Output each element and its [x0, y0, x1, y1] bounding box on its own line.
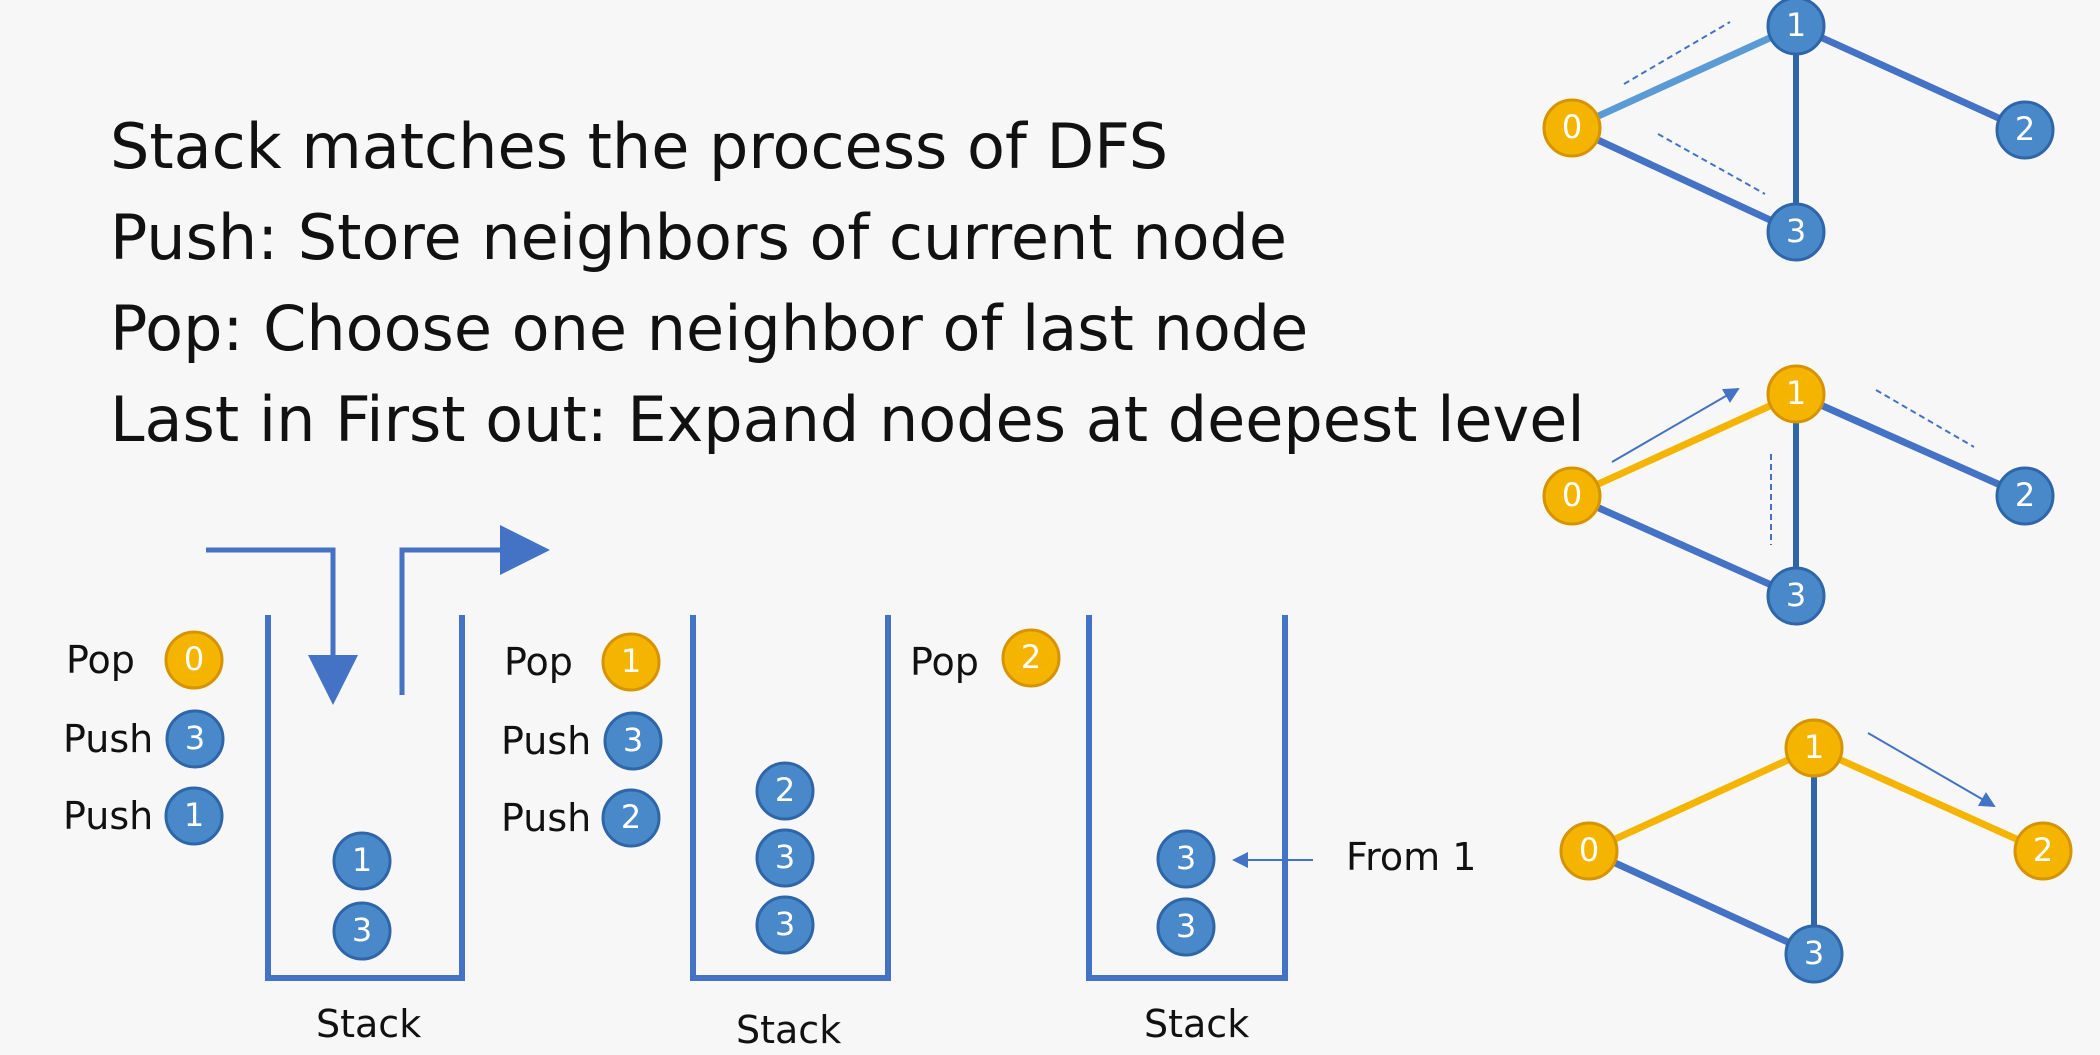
graph-1-node-0-label: 0 — [1562, 108, 1582, 146]
panel-2-op-3-node: 2 — [601, 788, 661, 848]
graph-2-node-0: 0 — [1542, 466, 1602, 526]
dashed-hint — [1657, 133, 1766, 195]
stack-3-item: 3 — [1156, 829, 1216, 889]
stack-3-container — [1086, 615, 1288, 981]
graph-2-node-1-label: 1 — [1786, 374, 1806, 412]
graph-3 — [1587, 732, 2045, 958]
push-arrow — [206, 547, 358, 705]
graph-3-node-3: 3 — [1784, 924, 1844, 984]
from-note: From 1 — [1346, 835, 1477, 879]
graph-3-node-3-label: 3 — [1804, 934, 1824, 972]
edge-0-1 — [1587, 744, 1816, 855]
stack-2-item-label: 3 — [775, 905, 795, 943]
graph-2-node-2-label: 2 — [2015, 476, 2035, 514]
panel-1-op-2-node: 3 — [165, 709, 225, 769]
graph-1-node-3: 3 — [1766, 202, 1826, 262]
graph-1-node-1: 1 — [1766, 0, 1826, 56]
dashed-hint — [1875, 389, 1975, 448]
stack-3-item: 3 — [1156, 897, 1216, 957]
panel-3-op-1-node: 2 — [1001, 628, 1061, 688]
panel-1-op-3-node: 1 — [164, 786, 224, 846]
edge-0-3 — [1570, 492, 1798, 600]
panel-2-op-1-label: Pop — [504, 640, 573, 684]
statement-4: Last in First out: Expand nodes at deepe… — [110, 383, 1585, 456]
stack-1-container — [265, 615, 465, 981]
statement-3: Pop: Choose one neighbor of last node — [110, 292, 1309, 365]
graph-1-node-3-label: 3 — [1786, 212, 1806, 250]
panel-3-op-1-node-label: 2 — [1021, 638, 1041, 676]
traversal-arrow — [1611, 387, 1740, 463]
graph-3-node-0-label: 0 — [1579, 831, 1599, 869]
graph-2-node-1: 1 — [1766, 364, 1826, 424]
panel-2-op-2-node: 3 — [603, 711, 663, 771]
stack-2-item: 3 — [755, 828, 815, 888]
panel-1-op-1-label: Pop — [66, 638, 135, 682]
graph-2-node-3-label: 3 — [1786, 576, 1806, 614]
graph-3-node-1: 1 — [1784, 718, 1844, 778]
panel-3-op-1-label: Pop — [910, 640, 979, 684]
panel-2-op-1-node: 1 — [601, 632, 661, 692]
stack-2-item-label: 2 — [775, 771, 795, 809]
edge-0-1 — [1570, 22, 1798, 132]
stack-3-caption: Stack — [1144, 1002, 1250, 1046]
graph-2 — [1570, 387, 2027, 600]
stack-1-item-label: 1 — [352, 841, 372, 879]
stack-1-caption: Stack — [316, 1002, 422, 1046]
panel-2-op-3-label: Push — [501, 796, 592, 840]
panel-1-op-3-label: Push — [63, 794, 154, 838]
stack-1-item-label: 3 — [352, 911, 372, 949]
edge-0-1 — [1570, 390, 1798, 500]
panel-1-op-1-node: 0 — [164, 630, 224, 690]
panel-1-op-1-node-label: 0 — [184, 640, 204, 678]
graph-1-node-1-label: 1 — [1786, 6, 1806, 44]
panel-1-op-3-node-label: 1 — [184, 796, 204, 834]
edge-1-2 — [1794, 390, 2027, 500]
panel-1-op-2-node-label: 3 — [185, 719, 205, 757]
stack-2-item: 3 — [755, 895, 815, 955]
edge-0-3 — [1587, 847, 1816, 958]
graph-3-node-0: 0 — [1559, 821, 1619, 881]
stack-1-item: 1 — [332, 831, 392, 891]
pop-arrow — [399, 525, 550, 695]
dashed-hint — [1623, 21, 1731, 85]
graph-3-node-2: 2 — [2013, 821, 2073, 881]
edge-1-2 — [1812, 744, 2045, 855]
panel-2-op-1-node-label: 1 — [621, 642, 641, 680]
stack-3-item-label: 3 — [1176, 907, 1196, 945]
graph-3-node-2-label: 2 — [2033, 831, 2053, 869]
traversal-arrow — [1867, 732, 1996, 808]
stack-2-item: 2 — [755, 761, 815, 821]
stack-2-container — [690, 615, 891, 981]
panel-2-op-3-node-label: 2 — [621, 798, 641, 836]
graph-2-node-3: 3 — [1766, 566, 1826, 626]
statement-2: Push: Store neighbors of current node — [110, 201, 1288, 274]
graph-2-node-2: 2 — [1995, 466, 2055, 526]
stack-2-item-label: 3 — [775, 838, 795, 876]
graph-1 — [1570, 21, 2027, 236]
stack-2-caption: Stack — [736, 1008, 842, 1052]
graph-2-node-0-label: 0 — [1562, 476, 1582, 514]
graph-1-node-0: 0 — [1542, 98, 1602, 158]
edge-1-2 — [1794, 22, 2027, 134]
statement-1: Stack matches the process of DFS — [110, 110, 1169, 183]
stack-3-item-label: 3 — [1176, 839, 1196, 877]
edge-0-3 — [1570, 124, 1798, 236]
graph-1-node-2-label: 2 — [2015, 110, 2035, 148]
panel-2-op-2-label: Push — [501, 719, 592, 763]
graph-3-node-1-label: 1 — [1804, 728, 1824, 766]
graph-1-node-2: 2 — [1995, 100, 2055, 160]
stack-1-item: 3 — [332, 901, 392, 961]
panel-2-op-2-node-label: 3 — [623, 721, 643, 759]
panel-1-op-2-label: Push — [63, 717, 154, 761]
